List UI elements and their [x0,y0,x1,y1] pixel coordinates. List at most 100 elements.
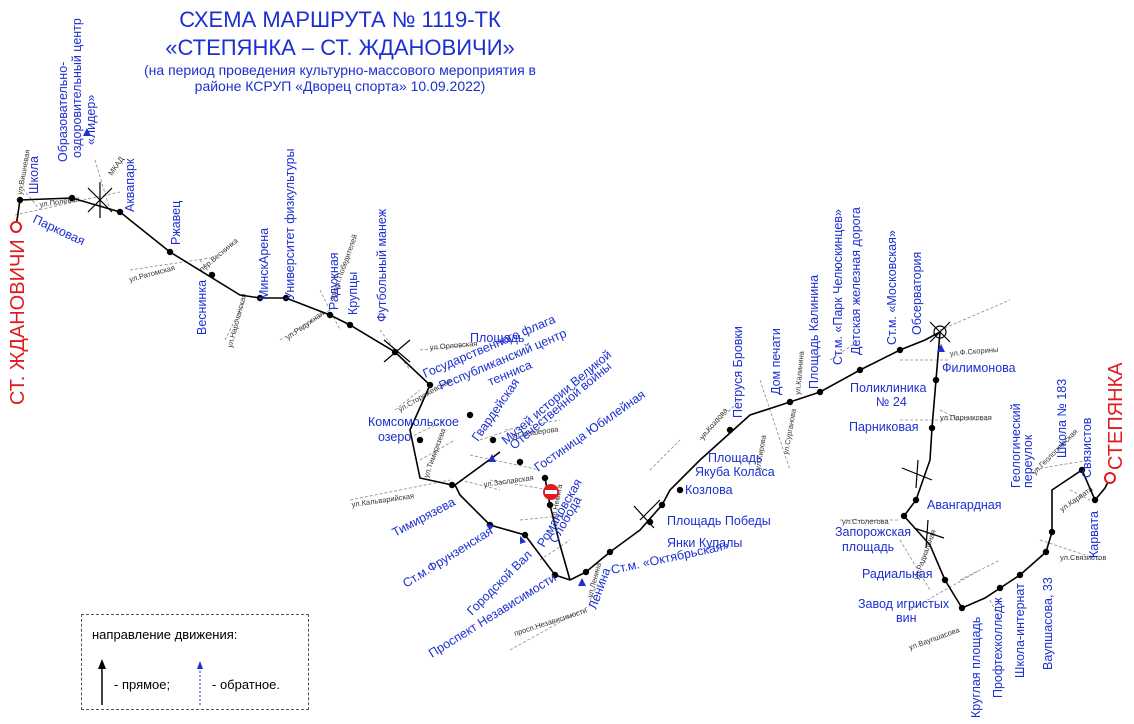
street-label: ул.Парниковая [940,413,992,422]
street-label: ул.Нарочанская [225,293,248,349]
stop-dot [816,388,824,396]
stop-dot [1016,571,1024,579]
stop-label: переулок [1021,434,1035,488]
terminal-east: СТЕПЯНКА [1104,362,1127,484]
stop-dot [116,208,124,216]
terminal-east-label: СТЕПЯНКА [1105,362,1127,470]
stop-dot [326,311,334,319]
street-label: ул.Орловская [429,339,477,352]
stop-dot [551,571,559,579]
stop-label: Парковая [31,212,87,248]
stop-dot [928,424,936,432]
stop-label: Школа № 183 [1055,379,1069,458]
map-title: СХЕМА МАРШРУТА № 1119-ТК «СТЕПЯНКА – СТ.… [40,6,640,94]
stop-dot [606,548,614,556]
legend: направление движения: - прямое; - обратн… [81,614,309,710]
stop-label: Школа [27,156,41,194]
street-label: ул.Ваупшасова [908,625,962,652]
stop-label: Ст.м. «Московская» [885,230,899,345]
stop-label: оздоровительный центр [70,18,84,158]
stop-label: площадь [842,540,894,554]
stop-label: Футбольный манеж [375,208,389,322]
stop-label: Ржавец [169,201,183,245]
stop-label: Детская железная дорога [849,207,863,355]
stop-dot [166,248,174,256]
stop-dot [521,531,529,539]
stop-label: Ст.м. «Парк Челюскинцев» [831,209,845,365]
kolasa-interchange-icon [633,499,661,529]
street-label: ул.Тимирязева [421,426,447,478]
stop-dot [426,381,434,389]
stop-label: Образовательно- [56,62,70,162]
stop-dot [16,196,24,204]
stop-label: Карвата [1087,511,1101,558]
stop-label: Янки Купалы [667,536,742,550]
stop-dot [541,474,549,482]
stop-dot [786,398,794,406]
stop-dot [516,458,524,466]
stop-label: озеро [378,430,411,444]
stop-dot [466,411,474,419]
stop-label: Ваупшасова, 33 [1041,577,1055,670]
direction-arrows [83,128,945,586]
street-label: ул.Заславская [483,473,534,489]
stop-label: Радужная [327,252,341,310]
stop-dot [546,501,554,509]
stop-dot [582,568,590,576]
stop-dot [958,604,966,612]
stop-label: Авангардная [927,498,1002,512]
stop-label: Геологический [1009,403,1023,488]
title-line-2: «СТЕПЯНКА – СТ. ЖДАНОВИЧИ» [165,35,515,60]
stop-dot [932,376,940,384]
stop-dot [856,366,864,374]
stop-label: Площадь Победы [667,514,771,528]
stop-label: Обсерватория [910,252,924,335]
stop-label: Завод игристых [858,597,950,611]
stop-dot [1078,466,1086,474]
stop-label: Филимонова [942,361,1016,375]
terminal-west-label: СТ. ЖДАНОВИЧИ [7,239,29,405]
street-label: ул.Ратомская [128,263,176,284]
stop-dot [256,294,264,302]
stop-dot [1091,496,1099,504]
stop-label: Радиальная [862,567,933,581]
stop-label: Круглая площадь [969,617,983,718]
stop-label: № 24 [876,395,907,409]
legend-title: направление движения: [92,627,238,642]
stop-label: Комсомольское [368,415,459,429]
title-line-1: СХЕМА МАРШРУТА № 1119-ТК [179,7,501,32]
stop-label: вин [896,611,917,625]
stop-dot [346,321,354,329]
route-segment [15,197,431,386]
stop-label: Школа-интернат [1013,583,1027,678]
stop-dot [208,271,216,279]
route-segment [409,384,453,486]
street-label: пер.Веснинка [198,236,241,274]
street-label: ул.Кальварийская [351,491,415,509]
moskovskaya-interchange-icon [929,321,951,343]
street-label: ул.Калинина [793,350,806,395]
stop-dot [1048,528,1056,536]
stop-label: Площадь Калинина [807,275,821,389]
stop-dot [68,194,76,202]
stop-label: Университет физкультуры [283,148,297,300]
terminal-west: СТ. ЖДАНОВИЧИ [7,221,29,405]
subtitle-line-1: (на период проведения культурно-массовог… [144,62,536,78]
stop-dot [676,486,684,494]
no-entry-icon [543,484,559,500]
stop-label: «Лидер» [84,95,98,145]
avangardnaya-interchange-icon [901,459,945,549]
mkad-interchange-icon [87,182,113,218]
stop-dot [726,426,734,434]
legend-forward: - прямое; [114,677,171,692]
street-label: ул.Столетова [842,517,890,526]
stop-dot [448,481,456,489]
stop-label: Связистов [1080,417,1094,478]
stop-dot [896,346,904,354]
stop-dot [646,518,654,526]
legend-reverse: - обратное. [212,677,280,692]
street-label: ул.Радужная [284,309,326,342]
stop-label: Поликлиника [850,381,926,395]
street-label: просп.Независимости [513,606,588,638]
